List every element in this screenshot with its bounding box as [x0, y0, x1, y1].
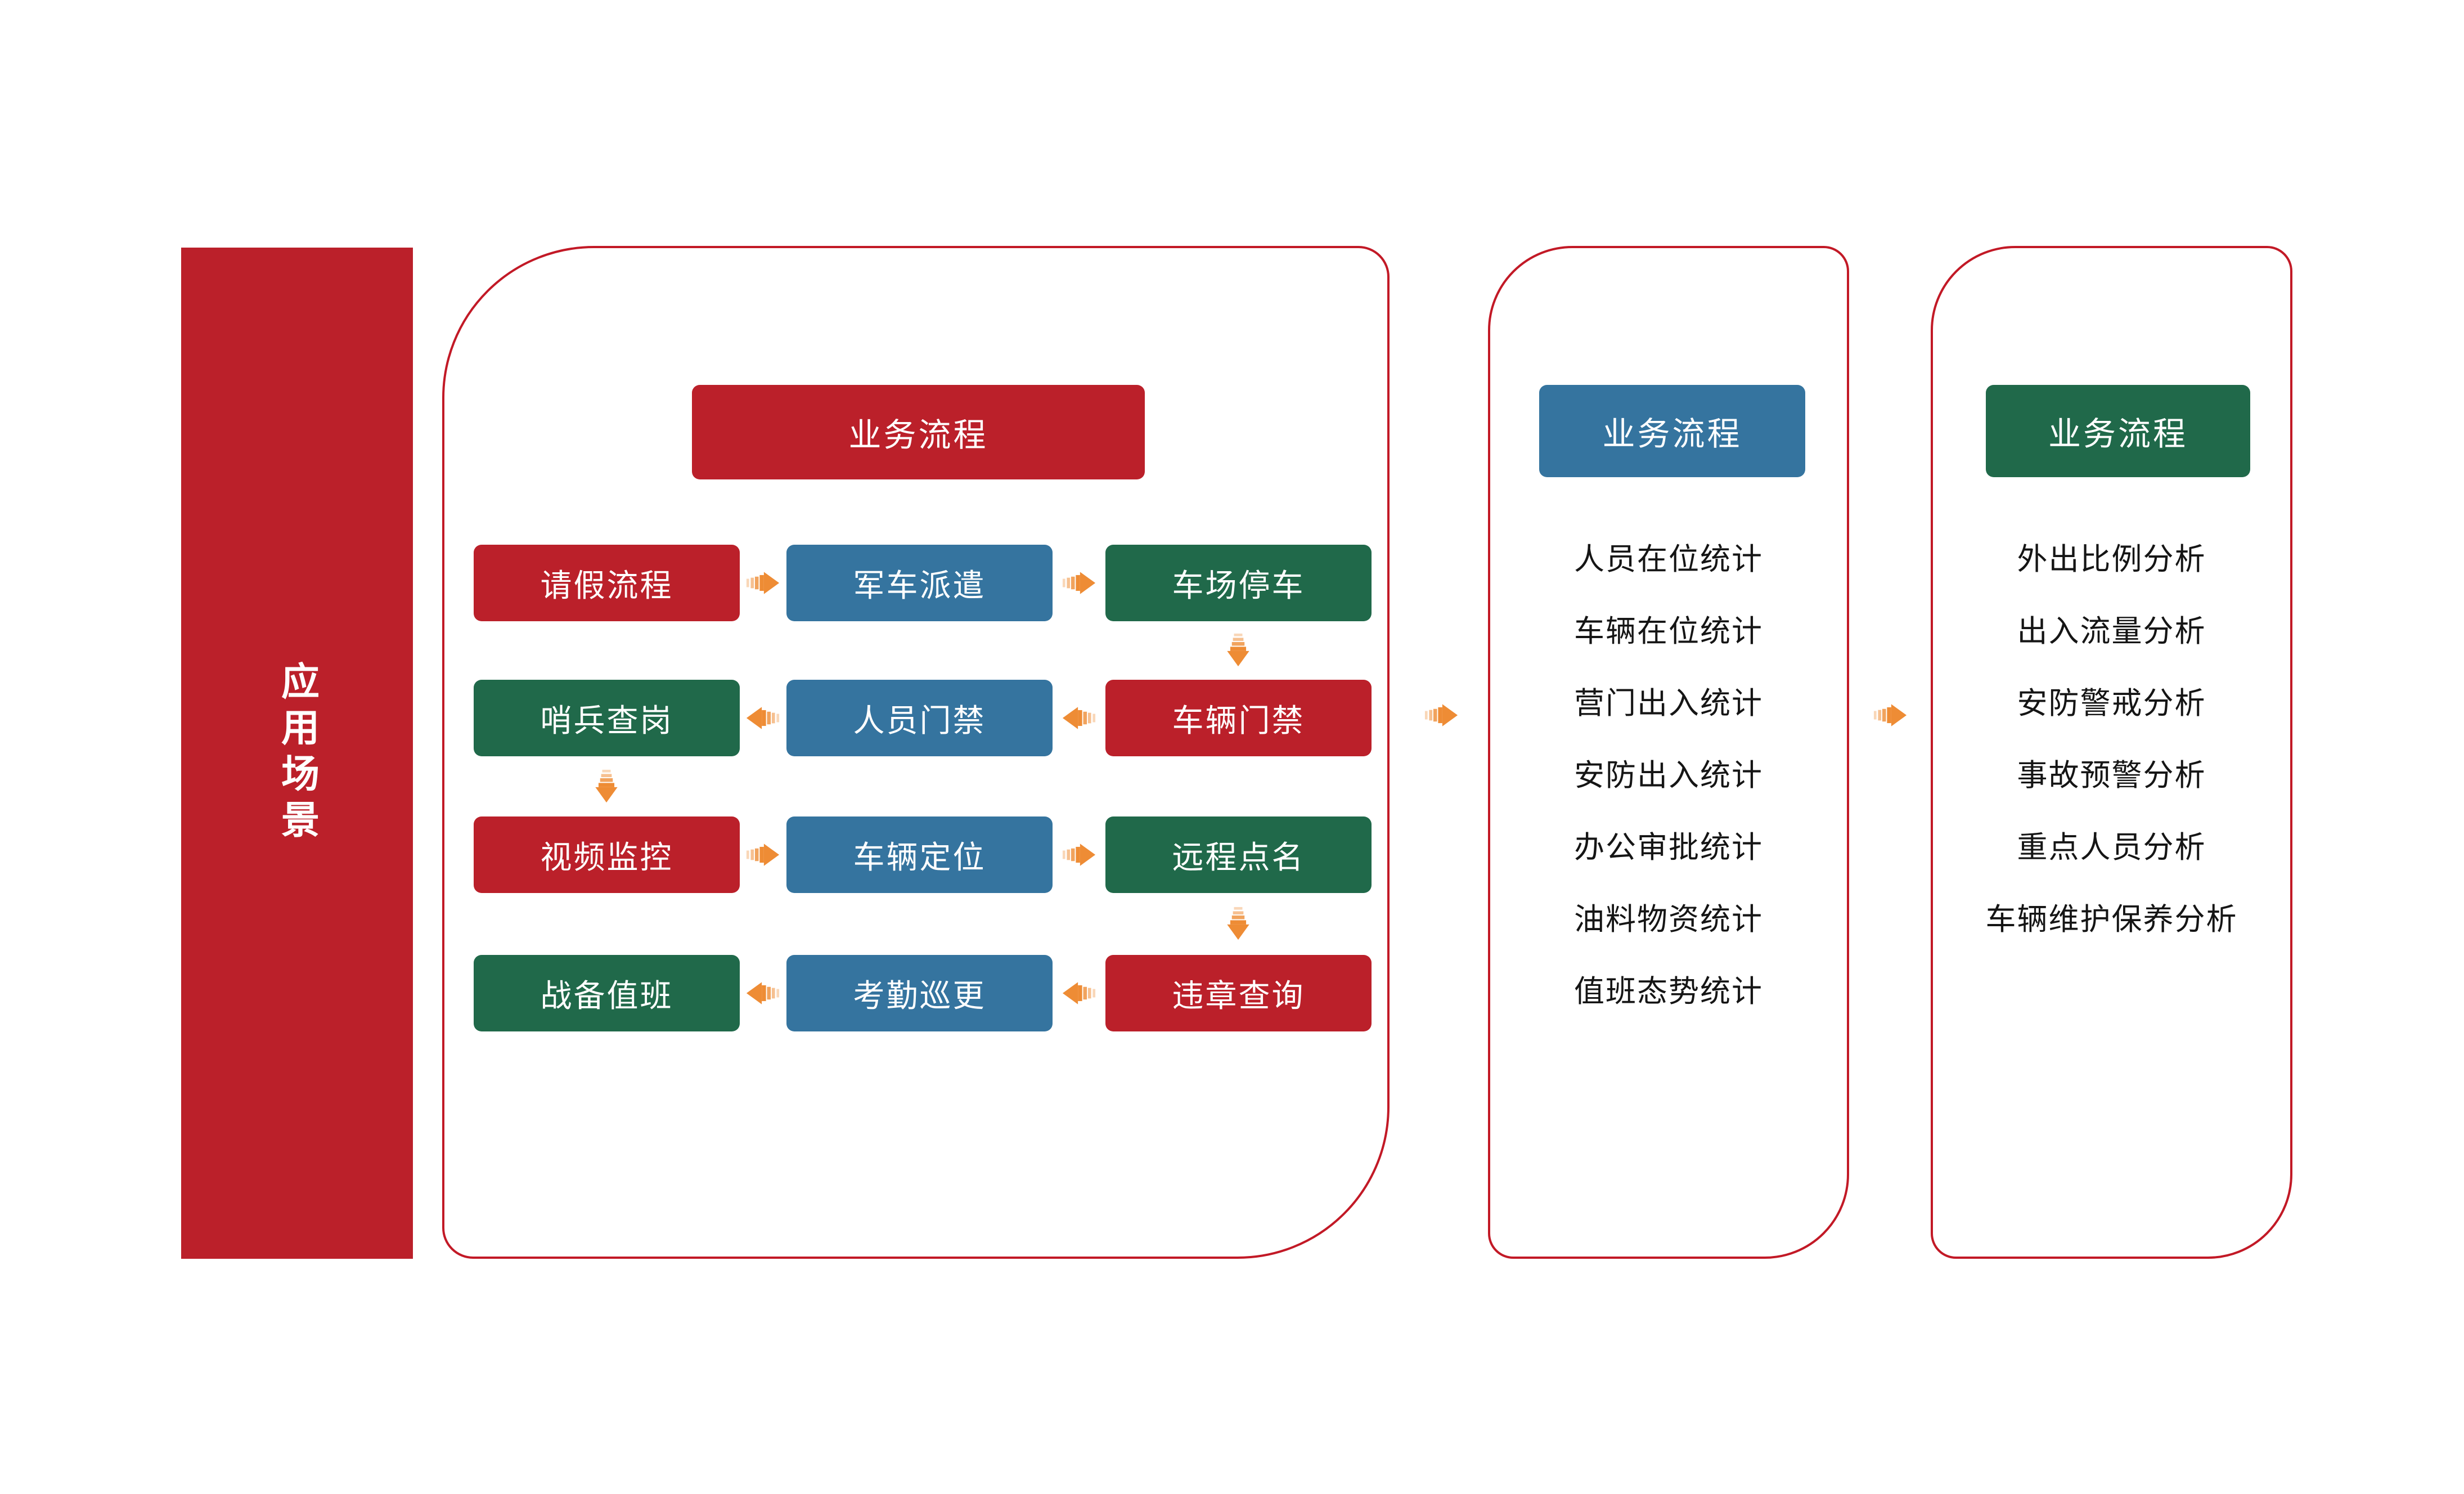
flow-step-box: 请假流程 [474, 545, 740, 621]
flow-step-box: 车辆门禁 [1105, 680, 1372, 756]
list-item: 营门出入统计 [1574, 687, 1763, 720]
arrow-down-icon [1226, 907, 1251, 940]
list-item: 办公审批统计 [1574, 831, 1763, 864]
flow-step-box: 车辆定位 [786, 816, 1053, 893]
arrow-right-icon [1873, 703, 1907, 728]
flow-step-box: 军车派遣 [786, 545, 1053, 621]
list-item: 重点人员分析 [2017, 831, 2206, 864]
scenario-banner-label: 应用场景 [275, 661, 318, 846]
list-item: 油料物资统计 [1574, 903, 1763, 936]
list-item: 车辆维护保养分析 [1985, 903, 2238, 936]
list-item: 安防警戒分析 [2017, 687, 2206, 720]
arrow-right-icon [1424, 703, 1458, 728]
list-item: 出入流量分析 [2017, 614, 2206, 648]
analysis-list: 外出比例分析 出入流量分析 安防警戒分析 事故预警分析 重点人员分析 车辆维护保… [1933, 523, 2290, 955]
flow-step-box: 考勤巡更 [786, 955, 1053, 1031]
flow-step-box: 哨兵查岗 [474, 680, 740, 756]
list-item: 人员在位统计 [1574, 542, 1763, 576]
arrow-left-icon [1062, 981, 1096, 1006]
arrow-right-icon [746, 571, 780, 595]
arrow-right-icon [1062, 571, 1096, 595]
business-flow-panel: 业务流程 请假流程 军车派遣 车场停车 哨兵查岗 人员门禁 车辆门禁 视频监控 … [442, 246, 1390, 1259]
flow-step-box: 违章查询 [1105, 955, 1372, 1031]
list-item: 事故预警分析 [2017, 759, 2206, 792]
list-item: 车辆在位统计 [1574, 614, 1763, 648]
list-item: 安防出入统计 [1574, 759, 1763, 792]
arrow-down-icon [594, 769, 619, 803]
arrow-left-icon [1062, 706, 1096, 730]
statistics-header: 业务流程 [1539, 385, 1805, 477]
analysis-panel: 业务流程 外出比例分析 出入流量分析 安防警戒分析 事故预警分析 重点人员分析 … [1931, 246, 2292, 1259]
statistics-list: 人员在位统计 车辆在位统计 营门出入统计 安防出入统计 办公审批统计 油料物资统… [1490, 523, 1847, 1028]
flow-step-box: 视频监控 [474, 816, 740, 893]
flow-step-box: 人员门禁 [786, 680, 1053, 756]
arrow-right-icon [746, 842, 780, 867]
scenario-banner: 应用场景 [181, 248, 413, 1259]
arrow-right-icon [1062, 842, 1096, 867]
list-item: 值班态势统计 [1574, 975, 1763, 1008]
analysis-header: 业务流程 [1986, 385, 2250, 477]
flow-step-box: 远程点名 [1105, 816, 1372, 893]
arrow-left-icon [746, 706, 780, 730]
flow-step-box: 车场停车 [1105, 545, 1372, 621]
flow-step-box: 战备值班 [474, 955, 740, 1031]
list-item: 外出比例分析 [2017, 542, 2206, 576]
arrow-down-icon [1226, 633, 1251, 667]
arrow-left-icon [746, 981, 780, 1006]
business-flow-header: 业务流程 [692, 385, 1145, 479]
statistics-panel: 业务流程 人员在位统计 车辆在位统计 营门出入统计 安防出入统计 办公审批统计 … [1488, 246, 1849, 1259]
